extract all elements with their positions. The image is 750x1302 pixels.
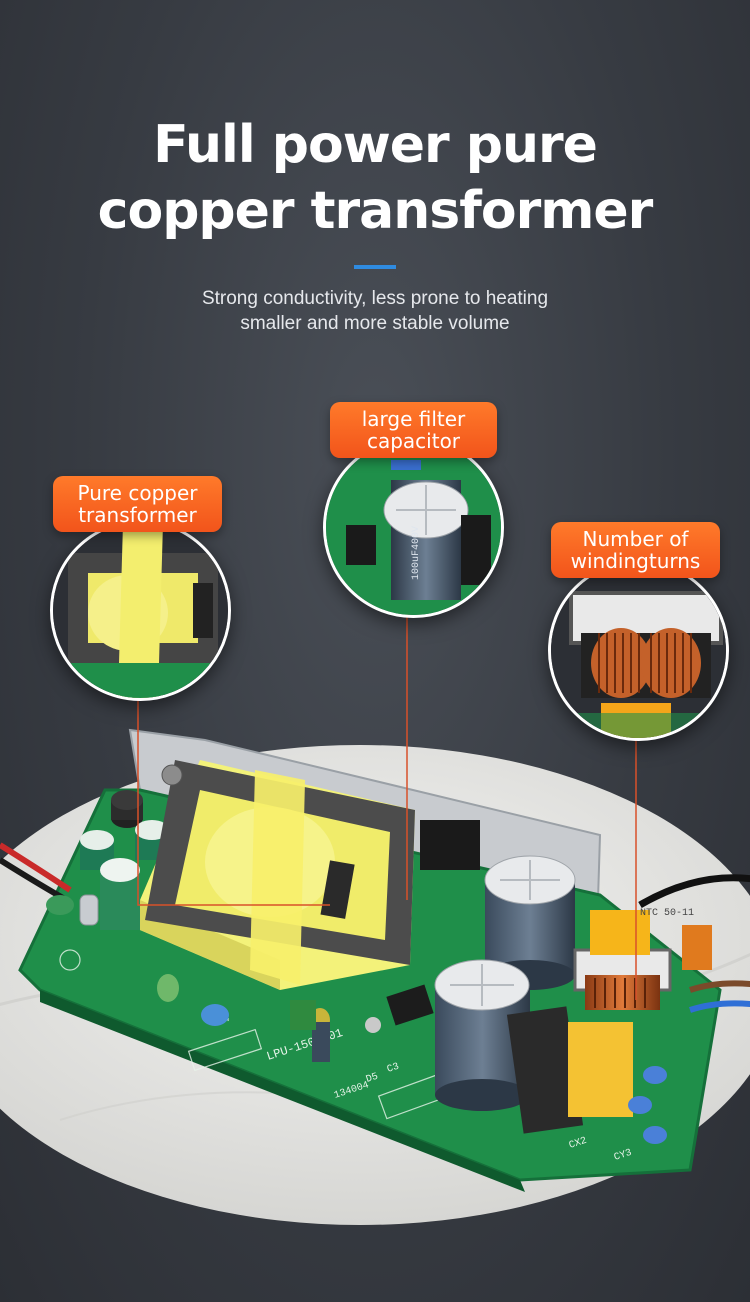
svg-text:CY3: CY3 [613,1148,634,1164]
accent-bar [354,265,396,269]
callout-capacitor: large filter capacitor [330,402,497,458]
leader-line-transformer [137,690,330,906]
subtitle-line-2: smaller and more stable volume [240,313,510,334]
ntc-thermistor [590,910,650,955]
callout-transformer: Pure copper transformer [53,476,222,532]
title-line-1: Full power pure [153,115,598,175]
svg-text:NTC 50-11: NTC 50-11 [640,908,694,919]
svg-text:D5: D5 [365,1072,380,1086]
x-capacitor [568,1022,633,1117]
input-wire-red [0,842,72,893]
large-capacitor-rear [484,855,576,990]
transformer-tape [250,770,305,985]
common-mode-choke [573,948,672,1010]
svg-text:100uF400V: 100uF400V [411,526,422,580]
zoom-winding [548,560,729,741]
title-line-2: copper transformer [97,181,654,241]
svg-text:CX2: CX2 [568,1136,589,1152]
page-title: Full power pure copper transformer [0,112,750,244]
callout-winding: Number of windingturns [551,522,720,578]
svg-text:C3: C3 [386,1062,401,1076]
main-transformer [140,760,415,990]
output-wire [638,874,750,909]
subtitle: Strong conductivity, less prone to heati… [0,286,750,336]
zoom-capacitor: 100uF400V [323,437,504,618]
zoom-transformer [50,520,231,701]
subtitle-line-1: Strong conductivity, less prone to heati… [201,288,549,309]
